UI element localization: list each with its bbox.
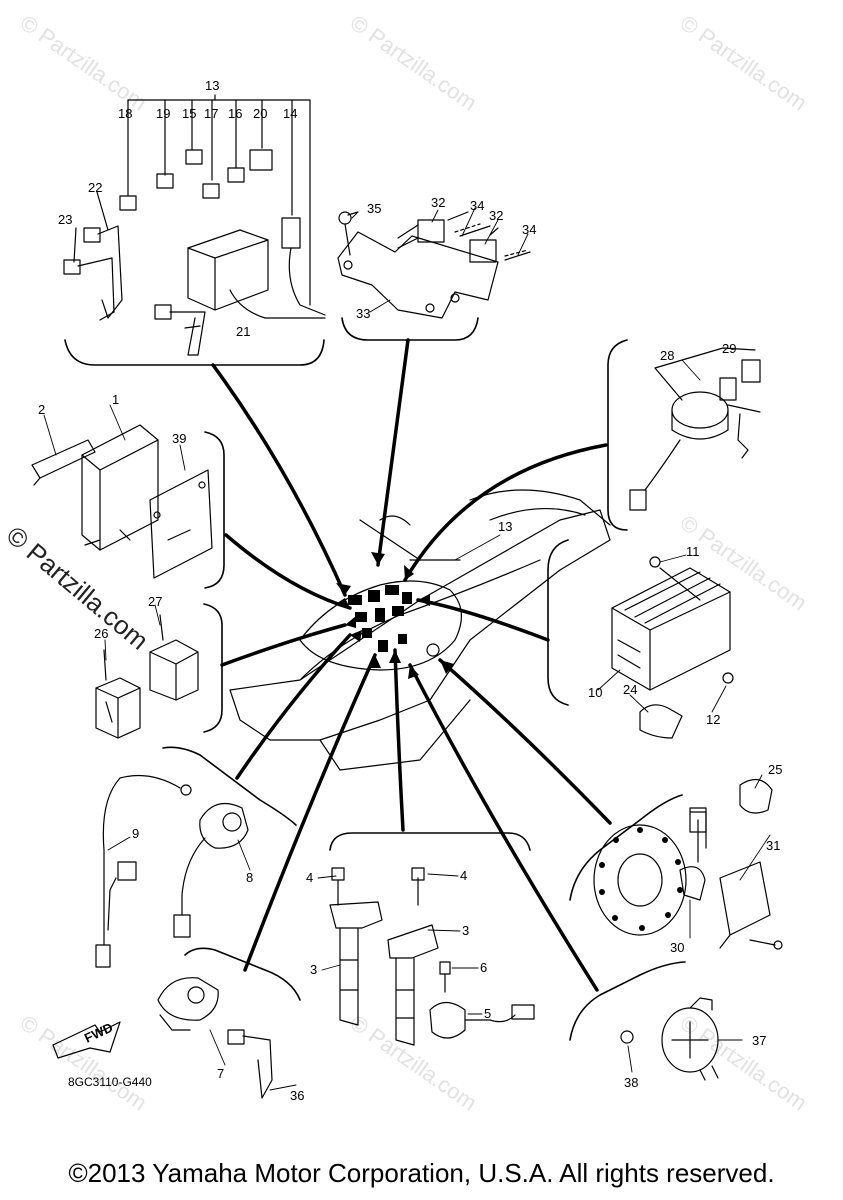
callout-3: 3 — [462, 923, 469, 938]
callout-23: 23 — [58, 212, 72, 227]
callout-pointers — [43, 207, 771, 1091]
callout-7: 7 — [217, 1066, 224, 1081]
horn-group — [620, 997, 719, 1081]
callout-21: 21 — [236, 324, 250, 339]
callout-39: 39 — [172, 431, 186, 446]
copyright-footer: ©2013 Yamaha Motor Corporation, U.S.A. A… — [68, 1158, 775, 1188]
callout-2: 2 — [38, 402, 45, 417]
callout-19: 19 — [156, 106, 170, 121]
frame-and-harness — [229, 489, 611, 771]
sensor-and-clamp-group — [52, 977, 273, 1099]
callout-34: 34 — [470, 198, 484, 213]
ecu-group — [31, 424, 213, 579]
callout-12: 12 — [706, 712, 720, 727]
callout-27: 27 — [148, 594, 162, 609]
callout-11: 11 — [686, 544, 700, 559]
callout-4: 4 — [460, 868, 467, 883]
callout-34: 34 — [522, 222, 536, 237]
callout-29: 29 — [722, 341, 736, 356]
callout-6: 6 — [480, 960, 487, 975]
callout-32: 32 — [489, 208, 503, 223]
callout-4: 4 — [306, 870, 313, 885]
harness-connectors — [348, 585, 412, 652]
callout-37: 37 — [752, 1033, 766, 1048]
callout-3: 3 — [310, 962, 317, 977]
leader-lines — [211, 338, 612, 992]
callout-9: 9 — [132, 826, 139, 841]
callout-20: 20 — [253, 106, 267, 121]
callout-18: 18 — [118, 106, 132, 121]
callout-26: 26 — [94, 626, 108, 641]
callout-25: 25 — [768, 762, 782, 777]
pickup-rotor-group — [593, 779, 783, 950]
ignition-coils-group — [329, 867, 535, 1046]
callout-8: 8 — [246, 870, 253, 885]
diagram-code: 8GC3110-G440 — [68, 1075, 152, 1089]
callout-38: 38 — [624, 1075, 638, 1090]
callout-16: 16 — [228, 106, 242, 121]
callout-33: 33 — [356, 306, 370, 321]
callout-36: 36 — [290, 1088, 304, 1103]
callout-14: 14 — [283, 106, 297, 121]
lead-and-switch-group — [95, 774, 249, 968]
callout-35: 35 — [367, 201, 381, 216]
callout-17: 17 — [204, 106, 218, 121]
fuse-box-group — [63, 94, 326, 356]
callout-13: 13 — [498, 519, 512, 534]
callout-30: 30 — [670, 940, 684, 955]
rectifier-regulator-group — [611, 556, 734, 739]
fwd-label: FWD — [82, 1020, 115, 1046]
callout-22: 22 — [88, 180, 102, 195]
callout-labels: 13 18 19 15 17 16 20 14 22 23 21 35 32 3… — [38, 78, 782, 1103]
callout-24: 24 — [623, 682, 637, 697]
callout-10: 10 — [588, 685, 602, 700]
callout-15: 15 — [182, 106, 196, 121]
group-brackets — [64, 317, 686, 1041]
callout-31: 31 — [766, 838, 780, 853]
callout-32: 32 — [431, 195, 445, 210]
ignition-switch-group — [629, 347, 761, 511]
callout-13: 13 — [205, 78, 219, 93]
relay-bracket-group — [337, 211, 531, 319]
callout-1: 1 — [112, 392, 119, 407]
sensor-port — [426, 643, 440, 657]
leader-arrowheads — [336, 552, 454, 679]
relay-pair-group — [95, 614, 199, 739]
callout-5: 5 — [484, 1006, 491, 1021]
callout-28: 28 — [660, 348, 674, 363]
